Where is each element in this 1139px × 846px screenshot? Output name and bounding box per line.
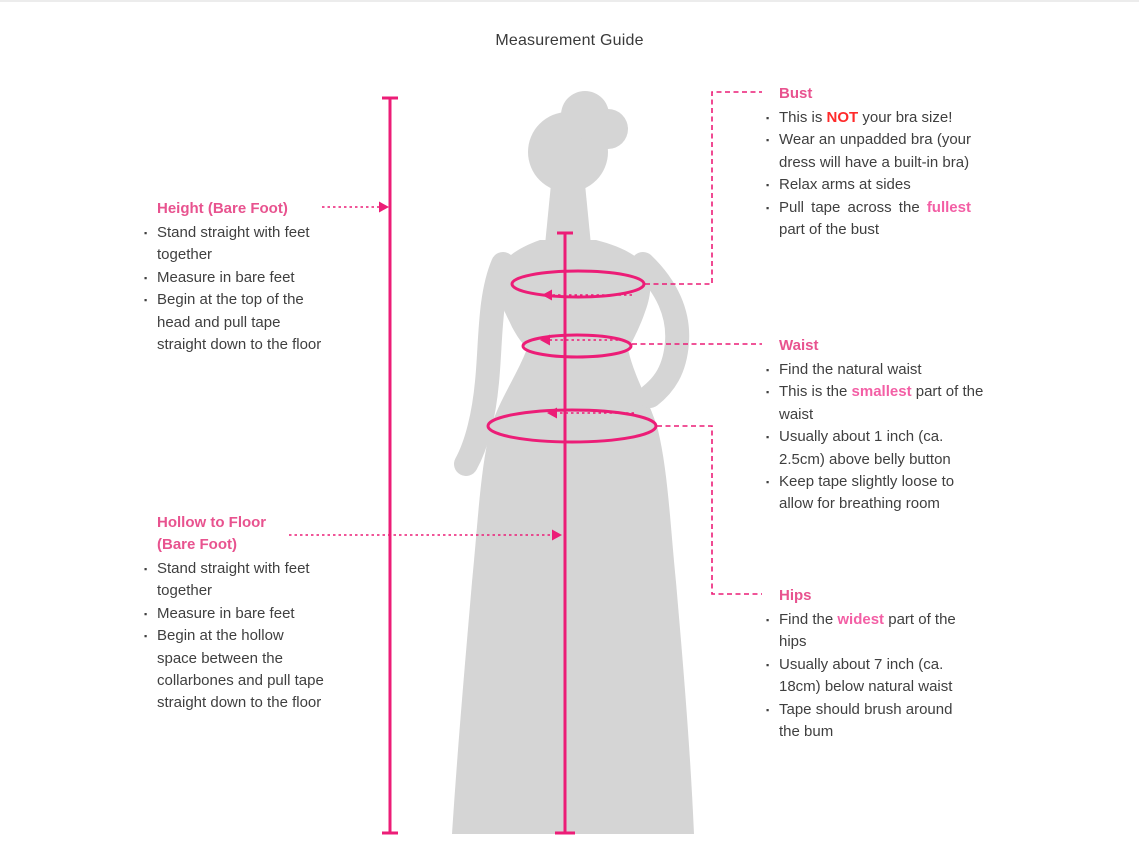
bullet-text: Pull tape across the fullest part of the… [779, 198, 971, 239]
section-height: Height (Bare Foot) ▪ Stand straight with … [144, 198, 327, 356]
bullet-item: ▪ Tape should brush around the bum [766, 699, 969, 744]
section-hollow-to-floor: Hollow to Floor (Bare Foot) ▪ Stand strai… [144, 512, 327, 715]
right-arm-shape [631, 252, 690, 408]
bullet-text: Relax arms at sides [779, 176, 911, 194]
bullet-item: ▪ Measure in bare feet [144, 603, 327, 625]
bullet-text: This is the smallest part of the waist [779, 383, 984, 423]
section-waist-heading: Waist [779, 337, 819, 354]
waist-arrowhead [540, 334, 550, 346]
bullet-item: ▪ Wear an unpadded bra (your dress will h… [766, 129, 971, 174]
page-title: Measurement Guide [495, 32, 644, 49]
bullet-item: ▪ Find the widest part of the hips [766, 609, 969, 654]
bullet-text: Begin at the top of the head and pull ta… [157, 291, 322, 354]
bullet-marker: ▪ [766, 202, 770, 213]
dotted-connectors [289, 206, 634, 536]
bullet-text: Stand straight with feet together [157, 224, 310, 264]
bullet-marker: ▪ [766, 365, 770, 375]
bullet-text: Wear an unpadded bra (your dress will ha… [779, 131, 971, 171]
section-height-heading: Height (Bare Foot) [157, 200, 288, 217]
bullet-text: Stand straight with feet together [157, 560, 310, 600]
section-height-list: ▪ Stand straight with feet together ▪ Measu… [144, 222, 327, 356]
bullet-marker: ▪ [144, 295, 148, 306]
bullet-item: ▪ Pull tape across the fullest part of th… [766, 197, 971, 242]
section-bust-heading: Bust [779, 85, 813, 102]
bullet-item: ▪ Usually about 1 inch (ca. 2.5cm) above … [766, 426, 987, 471]
dashed-connectors [632, 91, 762, 595]
bullet-marker: ▪ [144, 228, 148, 238]
hollow-to-floor-line [555, 231, 575, 835]
bullet-text: Find the widest part of the hips [779, 611, 956, 651]
bullet-marker: ▪ [144, 631, 148, 642]
measure-lines [289, 91, 762, 835]
bullet-item: ▪ Begin at the hollow space between the c… [144, 625, 327, 715]
bullet-marker: ▪ [766, 704, 770, 715]
neck-shape [545, 184, 591, 245]
bullet-marker: ▪ [766, 477, 770, 488]
hips-label-connector [657, 425, 762, 595]
bust-tape-ellipse [510, 269, 646, 299]
bullet-item: ▪ Begin at the top of the head and pull t… [144, 289, 327, 356]
bullet-item: ▪ This is the smallest part of the waist [766, 381, 987, 426]
section-hollow-list: ▪ Stand straight with feet together ▪ Measu… [144, 558, 327, 715]
section-hollow-heading: Hollow to Floor (Bare Foot) [157, 514, 267, 553]
bust-label-connector [645, 91, 762, 285]
bullet-item: ▪ Measure in bare feet [144, 267, 327, 289]
body-arms [454, 252, 690, 476]
bust-arrowhead [542, 289, 552, 301]
hollow-arrowhead [552, 529, 562, 541]
bullet-text: Begin at the hollow space between the co… [157, 627, 324, 712]
bullet-marker: ▪ [766, 113, 770, 123]
hair-top-shape [561, 91, 609, 139]
bullet-text: Tape should brush around the bum [779, 700, 953, 741]
section-hips-heading: Hips [779, 587, 812, 604]
bullet-text: Measure in bare feet [157, 268, 295, 286]
body-silhouette [452, 91, 694, 834]
bullet-marker: ▪ [144, 564, 148, 574]
bullet-marker: ▪ [144, 608, 148, 619]
bullet-item: ▪ Stand straight with feet together [144, 222, 327, 267]
bullet-text: Usually about 7 inch (ca. 18cm) below na… [779, 655, 953, 696]
bullet-item: ▪ Usually about 7 inch (ca. 18cm) below n… [766, 654, 969, 699]
bullet-marker: ▪ [766, 387, 770, 398]
bullet-item: ▪ This is NOT your bra size! [766, 107, 971, 129]
height-arrowhead [379, 201, 389, 213]
arrowheads [379, 201, 562, 541]
bullet-item: ▪ Find the natural waist [766, 359, 987, 381]
bullet-text: Keep tape slightly loose to allow for br… [779, 473, 955, 513]
dress-body-shape [452, 240, 694, 834]
height-measure-line [382, 96, 398, 835]
hips-arrowhead [547, 407, 557, 419]
bullet-marker: ▪ [766, 432, 770, 443]
bullet-text: Usually about 1 inch (ca. 2.5cm) above b… [779, 428, 951, 468]
section-hips: Hips ▪ Find the widest part of the hips ▪ U… [766, 585, 969, 743]
hips-tape-ellipse [486, 408, 658, 444]
section-bust-list: ▪ This is NOT your bra size! ▪ Wear an unpa… [766, 107, 971, 241]
bullet-marker: ▪ [766, 659, 770, 670]
waist-tape-ellipse [521, 333, 633, 359]
section-hips-list: ▪ Find the widest part of the hips ▪ Usuall… [766, 609, 969, 743]
section-bust: Bust ▪ This is NOT your bra size! ▪ Wear an… [766, 83, 971, 241]
bullet-marker: ▪ [144, 272, 148, 283]
bullet-marker: ▪ [766, 615, 770, 625]
bullet-text: Find the natural waist [779, 361, 922, 378]
bullet-text: Measure in bare feet [157, 604, 295, 622]
bullet-item: ▪ Relax arms at sides [766, 174, 971, 196]
section-waist-list: ▪ Find the natural waist ▪ This is the smal… [766, 359, 987, 516]
bullet-marker: ▪ [766, 135, 770, 146]
bullet-item: ▪ Stand straight with feet together [144, 558, 327, 603]
section-waist: Waist ▪ Find the natural waist ▪ This is th… [766, 335, 987, 516]
bullet-item: ▪ Keep tape slightly loose to allow for b… [766, 471, 987, 516]
left-arm-shape [454, 252, 515, 476]
bullet-text: This is NOT your bra size! [779, 109, 953, 126]
bullet-marker: ▪ [766, 180, 770, 191]
